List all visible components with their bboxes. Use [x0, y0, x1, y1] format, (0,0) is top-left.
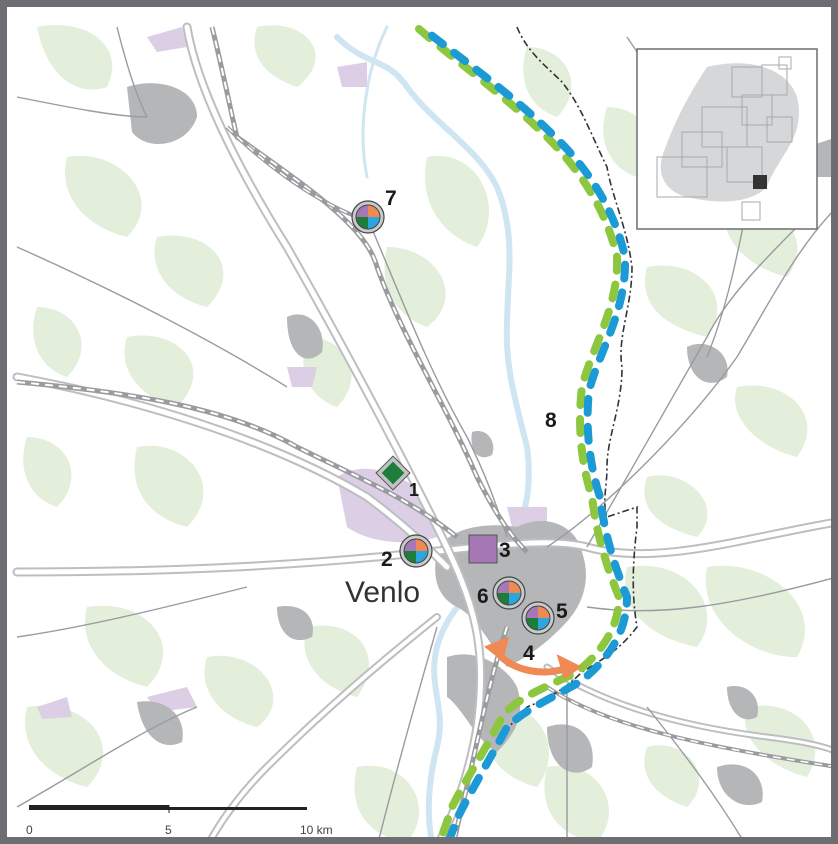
- scale-bar: [29, 805, 307, 813]
- marker-6-label: 6: [477, 585, 489, 608]
- marker-2-label: 2: [381, 548, 393, 571]
- national-border: [501, 26, 638, 743]
- marker-3-label: 3: [499, 539, 511, 562]
- vegetation-areas: [23, 25, 816, 837]
- marker-1-diamond: [375, 455, 411, 491]
- marker-7-label: 7: [385, 187, 397, 210]
- marker-7-circle: [351, 200, 385, 234]
- scale-label-0: 0: [26, 823, 33, 837]
- marker-4-label: 4: [523, 642, 535, 665]
- map-canvas: [12, 22, 831, 837]
- corridor-8: [415, 23, 632, 837]
- marker-3-square: [468, 534, 498, 564]
- secondary-roads: [16, 26, 831, 837]
- scale-label-10km: 10 km: [300, 823, 333, 837]
- city-label-venlo: Venlo: [345, 576, 421, 609]
- marker-4-arrows: [484, 636, 582, 680]
- river: [334, 25, 532, 837]
- marker-8-label: 8: [545, 409, 557, 432]
- marker-1-label: 1: [409, 480, 420, 500]
- marker-5-circle: [521, 601, 555, 635]
- marker-2-circle: [399, 534, 433, 568]
- marker-6-circle: [492, 576, 526, 610]
- inset-locator-map: [636, 48, 818, 230]
- marker-5-label: 5: [556, 600, 568, 623]
- scale-label-5: 5: [165, 823, 172, 837]
